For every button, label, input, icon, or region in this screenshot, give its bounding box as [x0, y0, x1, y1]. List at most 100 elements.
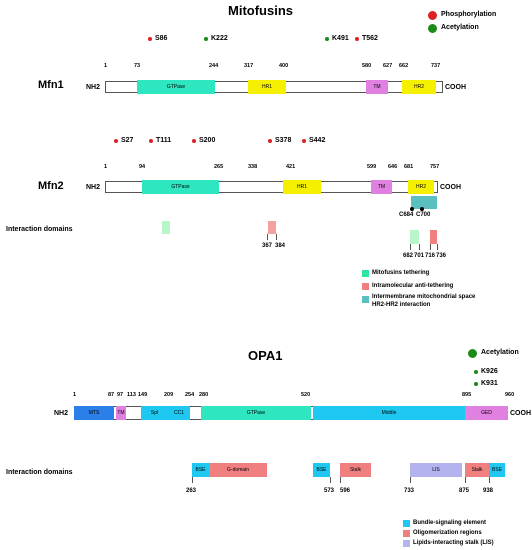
mfn2-hr1-domain: HR1 [283, 180, 321, 194]
ptm-site-label: K926 [481, 368, 498, 375]
tick [192, 477, 193, 483]
tick [267, 234, 268, 240]
position-number: 94 [139, 164, 146, 170]
tethering-region [162, 221, 170, 234]
ptm-site-label: S200 [199, 137, 216, 144]
phosphorylation-legend-dot [428, 11, 437, 20]
position-number: 599 [367, 164, 377, 170]
legend-swatch [362, 270, 369, 277]
ptm-dot [302, 139, 306, 143]
ptm-dot [149, 139, 153, 143]
mfn1-name: Mfn1 [38, 79, 64, 91]
tethering-region [410, 230, 419, 244]
position-number: 646 [388, 164, 398, 170]
mitofusins-title: Mitofusins [228, 3, 293, 18]
opa1-nh2-label: NH2 [54, 410, 69, 417]
legend-label: Bundle-signaling element [413, 520, 487, 526]
position-number: 573 [324, 488, 335, 494]
ptm-site-label: K491 [332, 35, 349, 42]
opa1-interaction-domains-label: Interaction domains [6, 469, 73, 476]
mfn2-name: Mfn2 [38, 180, 64, 192]
cysteine-dot [410, 207, 414, 211]
ptm-dot [325, 37, 329, 41]
mfn2-hr2-domain: HR2 [408, 180, 434, 194]
legend-label: Intramolecular anti-tethering [372, 283, 454, 289]
tick [419, 244, 420, 250]
opa1-middle-domain: Middle [313, 406, 465, 420]
ptm-site-label: S86 [155, 35, 168, 42]
position-number: 733 [404, 488, 415, 494]
position-number: 580 [362, 63, 372, 69]
opa1-ged-domain: GED [465, 406, 508, 420]
stalk-region: Stalk [340, 463, 371, 477]
legend-swatch [403, 540, 410, 547]
mfn2-gtpase-domain: GTPase [142, 180, 219, 194]
tick [410, 477, 411, 483]
mfn2-tm-domain: TM [371, 180, 392, 194]
mfn1-cooh-label: COOH [445, 84, 466, 91]
position-number: 421 [286, 164, 296, 170]
position-number: 87 [108, 392, 115, 398]
bse-region: BSE [313, 463, 330, 477]
position-number: 716 [425, 253, 436, 259]
ptm-dot [474, 382, 478, 386]
bse-region: BSE [192, 463, 209, 477]
position-number: 280 [199, 392, 209, 398]
mfn2-cooh-label: COOH [440, 184, 461, 191]
acetylation-legend-label: Acetylation [481, 349, 519, 356]
ptm-site-label: K222 [211, 35, 228, 42]
position-number: 338 [248, 164, 258, 170]
ptm-site-label: T111 [156, 137, 172, 144]
mfn1-hr2-domain: HR2 [402, 80, 436, 94]
position-number: 263 [186, 488, 197, 494]
ptm-dot [148, 37, 152, 41]
ptm-site-label: K931 [481, 380, 498, 387]
acetylation-legend-label: Acetylation [441, 24, 479, 31]
phosphorylation-legend-label: Phosphorylation [441, 11, 497, 18]
position-number: 682 [403, 253, 414, 259]
opa1-cooh-label: COOH [510, 410, 531, 417]
mfn1-hr1-domain: HR1 [248, 80, 286, 94]
ptm-dot [355, 37, 359, 41]
tick [430, 244, 431, 250]
position-number: 384 [275, 243, 286, 249]
ptm-dot [474, 370, 478, 374]
position-number: 244 [209, 63, 219, 69]
bse-region: BSE [489, 463, 505, 477]
position-number: 254 [185, 392, 195, 398]
position-number: 265 [214, 164, 224, 170]
position-number: 960 [505, 392, 515, 398]
opa1-title: OPA1 [248, 348, 283, 363]
legend-swatch [403, 520, 410, 527]
ptm-dot [114, 139, 118, 143]
ptm-site-label: S442 [309, 137, 326, 144]
position-number: 520 [301, 392, 311, 398]
legend-label: Lipids-interacting stalk (LIS) [413, 540, 494, 546]
legend-label: Intermembrane mitochondrial space [372, 294, 476, 300]
position-number: 317 [244, 63, 254, 69]
ptm-dot [268, 139, 272, 143]
mfn1-tm-domain: TM [366, 80, 388, 94]
anti-tethering-region [430, 230, 437, 244]
opa1-spl-domain: Spl [141, 406, 168, 420]
mfn1-nh2-label: NH2 [86, 84, 101, 91]
position-number: 97 [117, 392, 124, 398]
position-number: 662 [399, 63, 409, 69]
mito-interaction-domains-label: Interaction domains [6, 226, 73, 233]
cysteine-label: C700 [416, 212, 431, 218]
tick [437, 244, 438, 250]
ptm-site-label: S378 [275, 137, 292, 144]
cysteine-label: C684 [399, 212, 414, 218]
legend-swatch [362, 296, 369, 303]
legend-swatch [362, 283, 369, 290]
opa1-gtpase-domain: GTPase [201, 406, 311, 420]
tick [465, 477, 466, 483]
ptm-site-label: S27 [121, 137, 134, 144]
tick [276, 234, 277, 240]
ptm-site-label: T562 [362, 35, 378, 42]
tick [340, 477, 341, 483]
position-number: 1 [104, 164, 108, 170]
position-number: 938 [483, 488, 494, 494]
position-number: 737 [431, 63, 441, 69]
legend-label: Mitofusins tethering [372, 270, 430, 276]
